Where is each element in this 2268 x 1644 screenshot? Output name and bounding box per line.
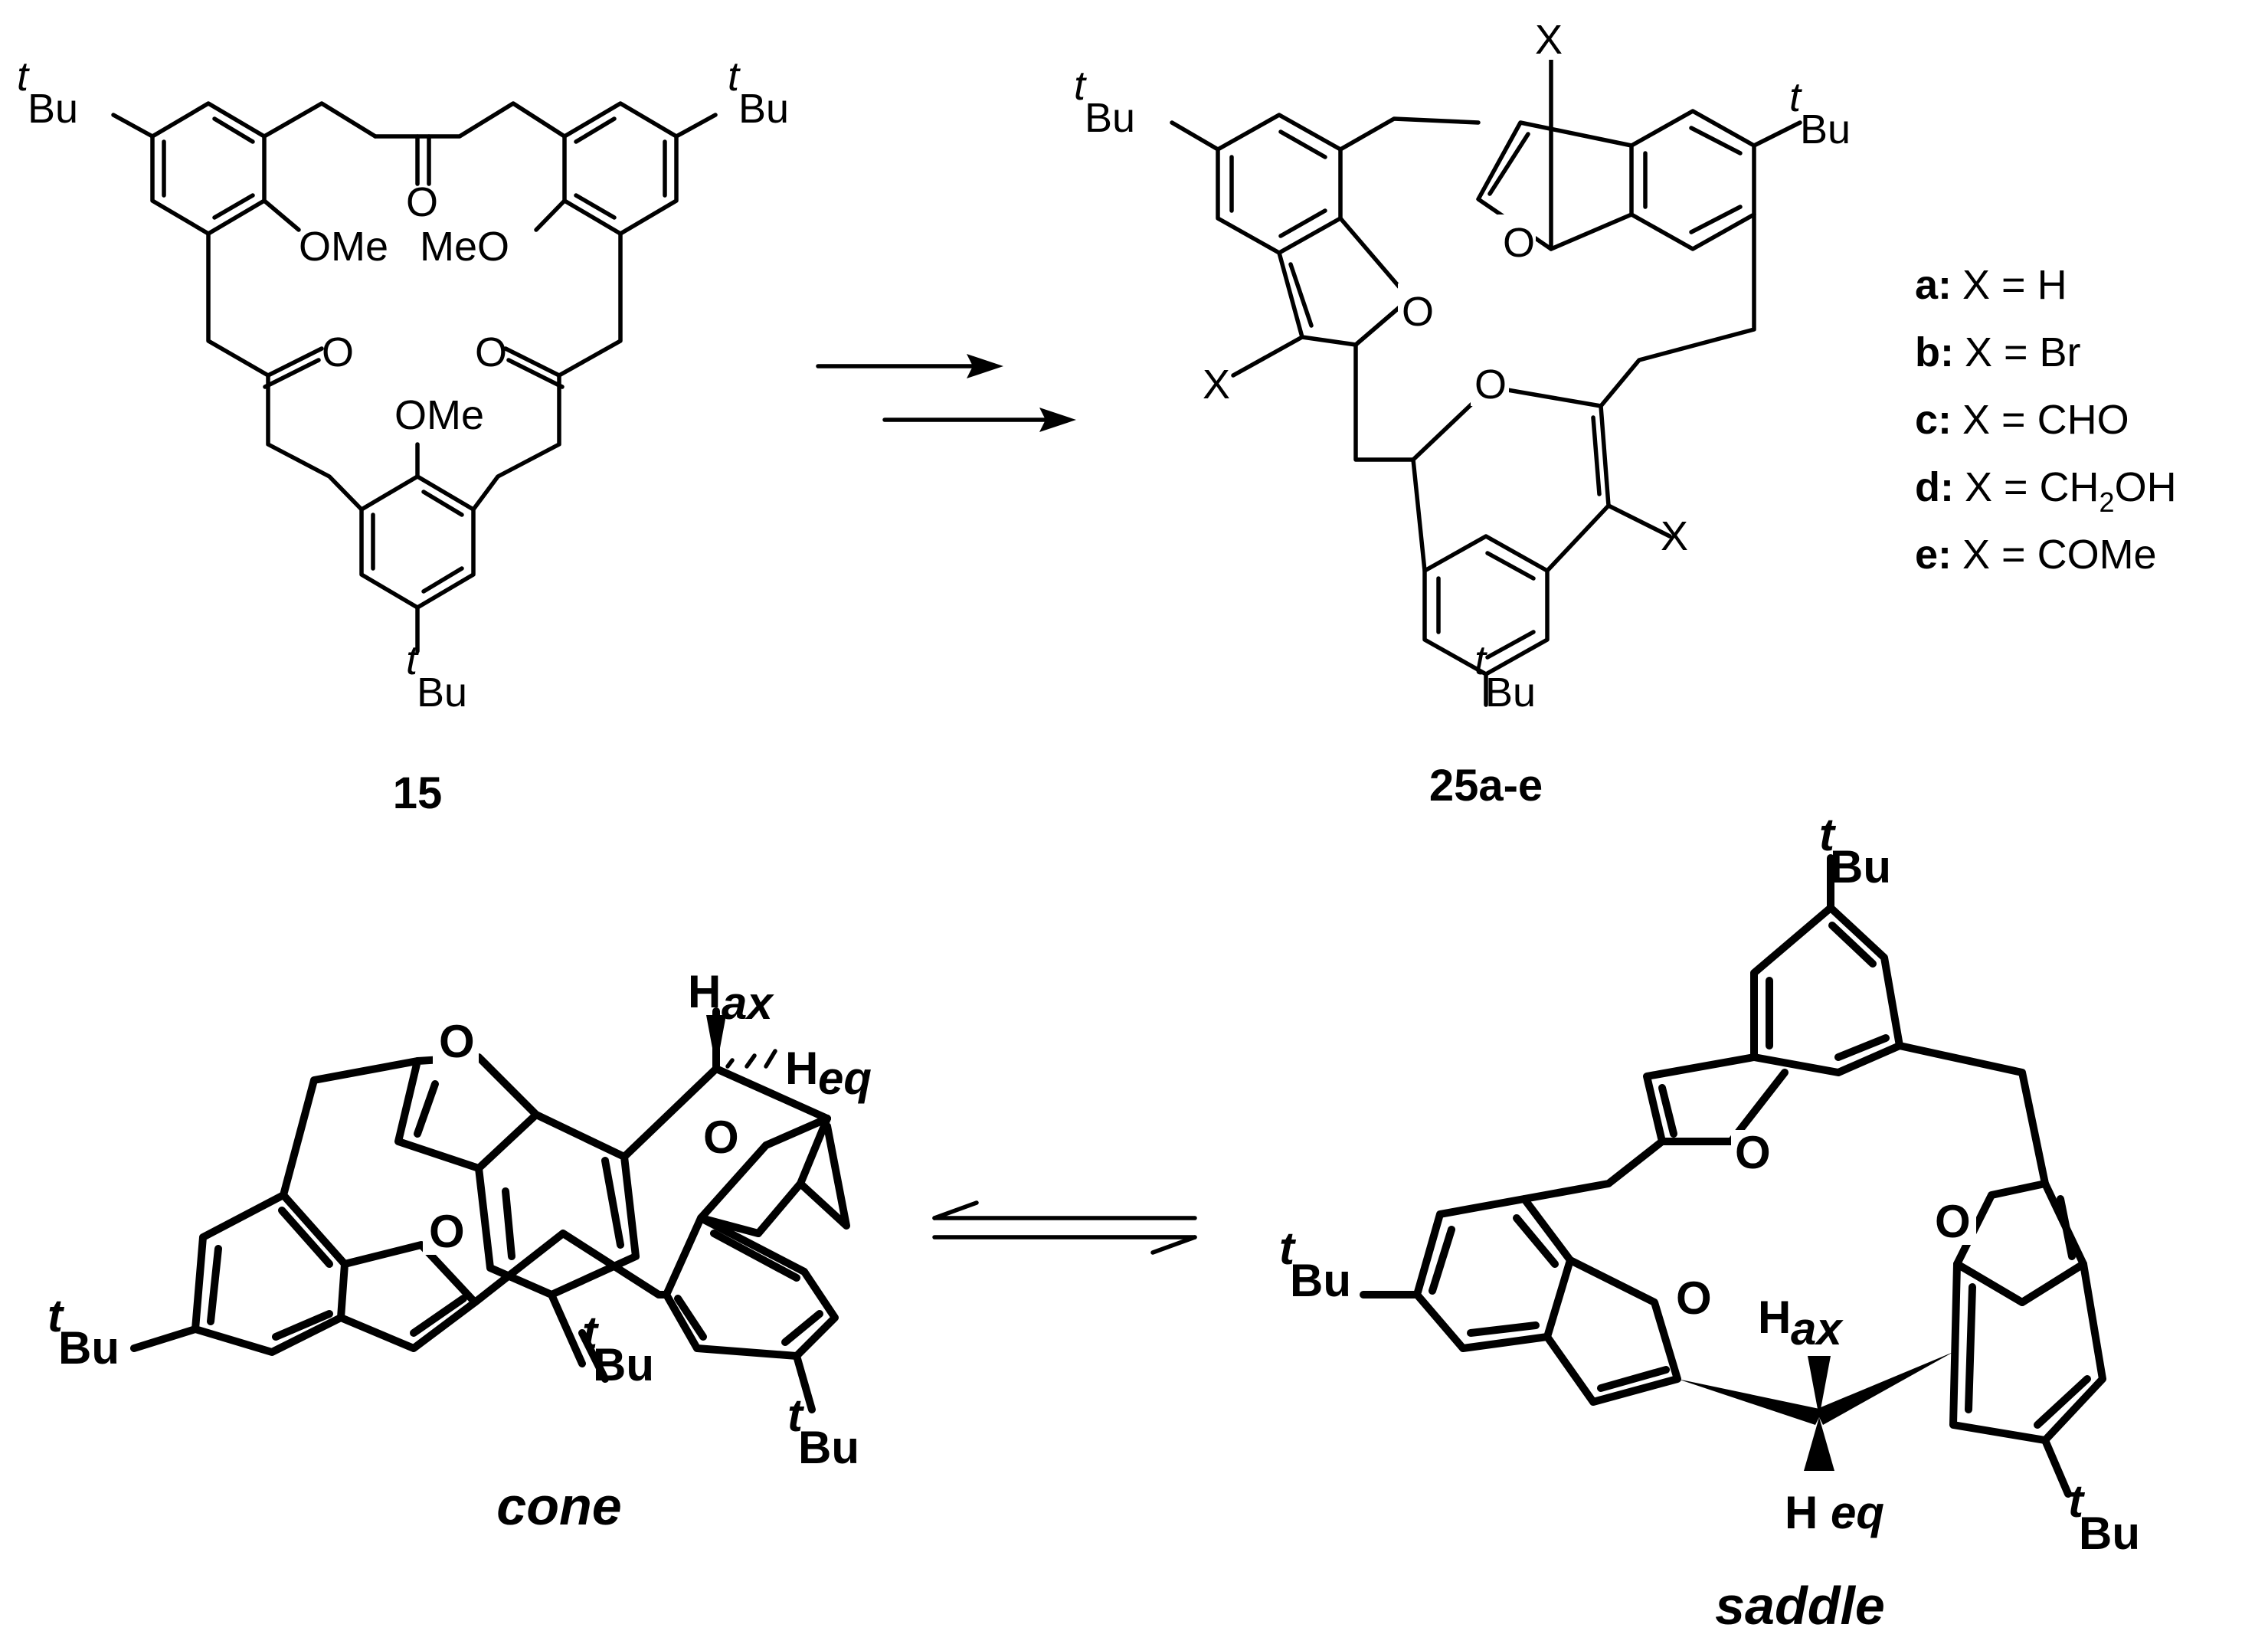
legend-text-a: X = H — [1962, 262, 2067, 308]
cone-conformer-structure — [130, 1007, 850, 1413]
compound-25-o2-bg — [1398, 283, 1436, 329]
compound-25-tbu-b-prefix: t — [1474, 637, 1487, 683]
reaction-arrow-1 — [816, 354, 1003, 378]
cone-hax-sub: ax — [722, 978, 774, 1029]
compound-25-x-top: X — [1535, 17, 1563, 63]
cone-tbu-mid: Bu — [593, 1339, 654, 1390]
compound-25-furan-o-2: O — [1402, 289, 1434, 335]
saddle-o3-bg — [1930, 1199, 1976, 1245]
substituent-legend: a:X = H b:X = Br c:X = CHO d:X = CH2OH e… — [1915, 262, 2177, 578]
compound-15-ketone-o-left: O — [322, 329, 354, 375]
saddle-tbu-top: Bu — [1830, 841, 1891, 892]
saddle-hax-h: H — [1758, 1292, 1791, 1343]
cone-tbu-mid-prefix: t — [582, 1307, 600, 1358]
compound-25-x-left: X — [1203, 362, 1230, 408]
cone-heq-h: H — [785, 1043, 818, 1094]
legend-row-e: e:X = COMe — [1915, 532, 2157, 578]
compound-25-x-top-bg — [1532, 17, 1570, 60]
reaction-arrow-2 — [882, 408, 1076, 432]
legend-tail-d: OH — [2115, 464, 2177, 510]
saddle-o1-bg — [1731, 1130, 1777, 1176]
legend-text-d: X = CH — [1965, 464, 2099, 510]
compound-15-tbu-b: Bu — [417, 670, 467, 716]
compound-15-tbu-tl-prefix: t — [17, 54, 30, 100]
cone-heq-hash — [725, 1049, 777, 1069]
cone-o2-bg — [423, 1209, 469, 1255]
saddle-tbu-right-prefix: t — [2068, 1475, 2086, 1527]
cone-label: cone — [496, 1476, 621, 1536]
saddle-o2-bg — [1670, 1276, 1716, 1321]
legend-key-e: e: — [1915, 532, 1952, 578]
compound-25-tbu-tl: Bu — [1085, 95, 1135, 141]
legend-row-b: b:X = Br — [1915, 329, 2081, 375]
legend-key-b: b: — [1915, 329, 1954, 375]
legend-row-c: c:X = CHO — [1915, 397, 2129, 443]
saddle-tbu-right: Bu — [2079, 1508, 2140, 1559]
saddle-wedge-left — [1677, 1379, 1823, 1425]
compound-25-x-right: X — [1661, 513, 1688, 559]
saddle-heq-wedge — [1804, 1417, 1834, 1471]
legend-key-a: a: — [1915, 262, 1952, 308]
compound-25-tbu-tr: Bu — [1800, 106, 1851, 152]
legend-key-d: d: — [1915, 464, 1954, 510]
legend-sub-d: 2 — [2099, 486, 2115, 518]
saddle-heq-h: H — [1785, 1487, 1818, 1538]
compound-15-tbu-tr: Bu — [738, 86, 789, 132]
cone-o3-bg — [697, 1115, 743, 1161]
compound-25-furan-o-3: O — [1474, 362, 1507, 408]
compound-25-o1-bg — [1497, 215, 1536, 260]
cone-heq-sub: eq — [818, 1053, 872, 1104]
compound-15-tbu-b-prefix: t — [406, 637, 419, 683]
compound-15-ketone-o-top: O — [406, 179, 438, 225]
legend-row-d: d:X = CH2OH — [1915, 464, 2177, 518]
cone-tbu-right-prefix: t — [787, 1390, 805, 1441]
cone-tbu-left-prefix: t — [47, 1290, 65, 1341]
saddle-label: saddle — [1715, 1576, 1885, 1636]
compound-15-tbu-tl: Bu — [28, 86, 78, 132]
compound-15-ketone-o-right: O — [475, 329, 507, 375]
compound-25-tbu-tl-prefix: t — [1074, 63, 1087, 109]
compound-15-meo-right: MeO — [420, 224, 509, 270]
compound-25-o3-bg — [1471, 360, 1509, 406]
compound-25-tbu-b: Bu — [1485, 670, 1536, 716]
compound-15-ome-left: OMe — [299, 224, 388, 270]
saddle-furan-o-2: O — [1676, 1272, 1712, 1324]
cone-hax-h: H — [688, 966, 721, 1017]
compound-25-label: 25a-e — [1429, 761, 1543, 811]
compound-15-label: 15 — [393, 768, 443, 818]
compound-25-furan-o-1: O — [1503, 220, 1535, 266]
cone-furan-o-1: O — [439, 1016, 475, 1067]
compound-15-ome-bottom: OMe — [394, 392, 484, 438]
cone-o1-bg — [433, 1019, 479, 1065]
compound-15-structure — [111, 101, 718, 653]
equilibrium-arrows — [932, 1200, 1197, 1255]
saddle-heq-sub: eq — [1831, 1487, 1884, 1538]
compound-15-tbu-tr-prefix: t — [728, 54, 741, 100]
saddle-tbu-left: Bu — [1290, 1255, 1351, 1306]
compound-25-tbu-tr-prefix: t — [1789, 74, 1802, 120]
cone-furan-o-3: O — [703, 1112, 739, 1163]
saddle-wedge-right — [1815, 1352, 1953, 1425]
saddle-hax-wedge — [1808, 1356, 1831, 1417]
saddle-hax-sub: ax — [1791, 1303, 1844, 1354]
saddle-furan-o-3: O — [1935, 1196, 1971, 1247]
saddle-tbu-left-prefix: t — [1279, 1223, 1297, 1274]
legend-text-b: X = Br — [1965, 329, 2081, 375]
legend-key-c: c: — [1915, 397, 1952, 443]
legend-text-c: X = CHO — [1962, 397, 2129, 443]
saddle-furan-o-1: O — [1735, 1127, 1771, 1178]
legend-row-a: a:X = H — [1915, 262, 2067, 308]
cone-hax-wedge — [706, 1015, 726, 1069]
cone-tbu-left: Bu — [58, 1322, 119, 1374]
cone-tbu-right: Bu — [798, 1422, 859, 1473]
legend-text-e: X = COMe — [1962, 532, 2157, 578]
saddle-tbu-top-prefix: t — [1819, 809, 1837, 860]
cone-furan-o-2: O — [429, 1206, 465, 1257]
